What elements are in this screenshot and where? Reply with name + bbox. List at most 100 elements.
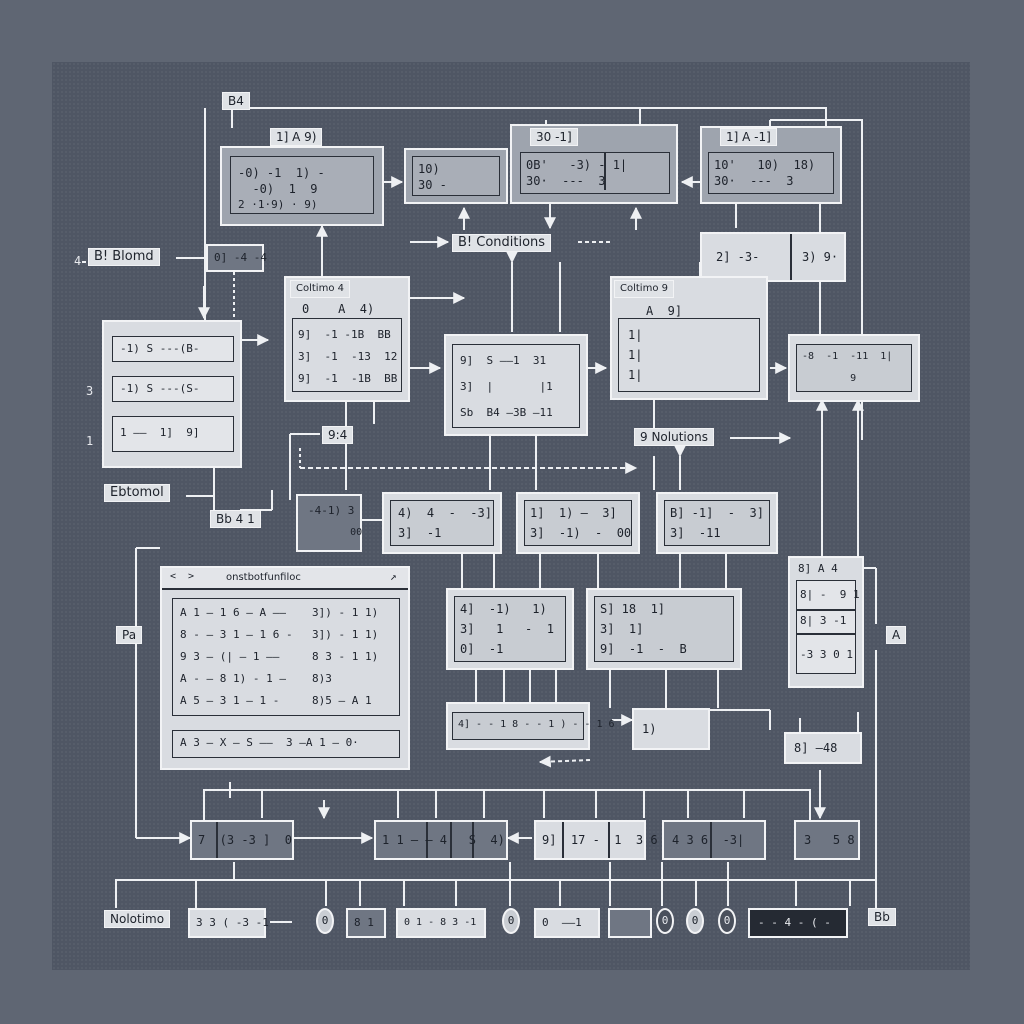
right-pair-right: 3) 9· [802,250,839,264]
bar-mid-text: 4] - - 1 8 - - 1 ) - - 1 6 [458,719,615,730]
bottom-node-5[interactable]: 0 [718,908,736,934]
column-a-line-1: 9] -1 -1B BB [298,328,391,341]
top-right-line-1: 10' 10) 18) [714,158,816,172]
bottom-block-c[interactable]: 0 1 - 8 3 -1 [396,908,486,938]
left-stack-block[interactable]: -1) S ---(B- -1) S ---(S- 1 —— 1] 9] [102,320,242,468]
right-column-tag: 8] A 4 [798,562,838,575]
bottom-node-4[interactable]: 0 [686,908,704,934]
mid-lower-b-line-3: 9] -1 - B [600,642,687,656]
top-right-line-2: 30· --- 3 [714,174,794,188]
block-input-label: B! Blomd [88,248,160,266]
side-tag-1: 1 [86,434,94,448]
top-mid2-line-1: 0B' -3) - 1| [526,158,628,172]
top-left-tag: B4 [222,92,250,110]
terminal-line-2a: 8 - — 3 1 — 1 6 - [180,628,293,641]
side-tag-3: 3 [86,384,94,398]
terminal-resize-icon[interactable]: ↗ [390,570,397,583]
terminal-line-4a: A - — 8 1) - 1 — [180,672,286,685]
row3-block-3-line-2: 3] -11 [670,526,721,540]
left-side-small-tag: Pa [116,626,143,644]
column-b-line-2: 1| [628,348,643,362]
bottom-block-dark[interactable] [608,908,652,938]
terminal-line-4b: 8)3 [312,672,332,685]
bottom-node-3[interactable]: 0 [656,908,674,934]
terminal-line-3b: 8 3 - 1 1) [312,650,379,663]
terminal-line-1a: A 1 — 1 6 — A —— [180,606,286,619]
bus-block-3[interactable]: 9] 17 - 1 3 6 [534,820,658,860]
right-curve-block[interactable]: -8 -1 -11 1| 9 [788,334,920,402]
mid-lower-block-b[interactable]: S] 18 1] 3] 1] 9] -1 - B [586,588,742,670]
bottom-block-a[interactable]: 3 3 ( -3 -1 [188,908,269,938]
mid-tag: 9:4 [322,426,354,444]
bottom-block-d[interactable]: 0 ——1 [534,908,600,938]
bottom-block-d-text: 0 ——1 [542,916,582,929]
bus-block-1[interactable]: 7 (3 -3 ] 0 [190,820,294,860]
row3-block-3-line-1: B] -1] - 3] [670,506,764,520]
bottom-node-1[interactable]: 0 [316,908,334,934]
center-block[interactable]: 9] S ——1 31 3] | |1 Sb B4 —3B —11 [444,334,588,436]
bus-block-4[interactable]: 4 3 6 -3| [662,820,766,860]
row3-block-1-line-1: 4) 4 - -3] [398,506,492,520]
right-column-row-2: 8| 3 -1 [800,614,847,627]
bus-block-4-text: 4 3 6 -3| [672,833,745,847]
center-line-3: Sb B4 —3B —11 [460,406,553,419]
top-mid2-tag: 30 -1] [530,128,578,146]
row3-block-2-line-1: 1] 1) — 3] [530,506,617,520]
top-left-line-2: -0) 1 9 [238,182,318,196]
bottom-block-b[interactable]: 8 1 [346,908,386,938]
input-stub[interactable]: 0] -4 -4 [206,244,267,272]
block-external-label: Ebtomol [104,484,170,502]
bar-right[interactable]: 8] —48 [784,732,862,764]
row3-block-1[interactable]: 4) 4 - -3] 3] -1 [382,492,502,554]
terminal-line-5a: A 5 — 3 1 — 1 - [180,694,280,707]
left-stack-row-1: -1) S ---(B- [120,342,200,355]
terminal-nav-arrows[interactable]: < > [170,571,195,582]
bar-mid[interactable]: 4] - - 1 8 - - 1 ) - - 1 6 [446,702,615,750]
top-mid-block-2[interactable]: 0B' -3) - 1| 30· --- 3 [510,124,678,204]
small-curve-line-1: -4-1) 3 [308,504,355,517]
column-a-sub: 0 A 4) [302,302,375,316]
side-tag-4: 4 [74,254,82,268]
bottom-label: Nolotimo [104,910,171,928]
right-pair-block[interactable]: 2] -3- 3) 9· [700,232,846,282]
center-line-2: 3] | |1 [460,380,553,393]
top-mid-block-1[interactable]: 10) 30 - [404,148,508,204]
row3-block-2[interactable]: 1] 1) — 3] 3] -1) - 00 [516,492,640,554]
top-mid1-line-1: 10) [418,162,440,176]
center-line-1: 9] S ——1 31 [460,354,547,367]
bar-wave[interactable]: 1) [632,708,710,750]
solutions-label: 9 Nolutions [634,428,714,446]
small-curve-block[interactable]: -4-1) 3 00 [296,494,362,552]
terminal-line-1b: 3]) - 1 1) [312,606,379,619]
top-mid1-line-2: 30 - [418,178,447,192]
left-stack-row-2: -1) S ---(S- [120,382,200,395]
right-column-row-1: 8| - 9 1 [800,588,860,601]
bar-wave-text: 1) [642,722,657,736]
terminal-line-5b: 8)5 — A 1 [312,694,372,707]
bus-block-3-text: 9] 17 - 1 3 6 [542,833,658,847]
mid-lower-b-line-2: 3] 1] [600,622,644,636]
row3-block-3[interactable]: B] -1] - 3] 3] -11 [656,492,778,554]
column-b-sub: A 9] [646,304,683,318]
mid-lower-block-a[interactable]: 4] -1) 1) 3] 1 - 1 0] -1 [446,588,574,670]
mid-lower-a-line-1: 4] -1) 1) [460,602,547,616]
bus-block-1-text: 7 (3 -3 ] 0 [198,833,292,847]
bottom-right-tag: Bb [868,908,896,926]
terminal-line-2b: 3]) - 1 1) [312,628,379,641]
bus-block-5[interactable]: 3 5 8 [794,820,860,860]
terminal-window[interactable]: < > onstbotfunfiloc ↗ A 1 — 1 6 — A —— 3… [160,566,410,770]
right-pair-left: 2] -3- [716,250,760,264]
bus-block-2[interactable]: 1 1 — — 4 S 4) [374,820,508,860]
right-column-block[interactable]: 8] A 4 8| - 9 1 8| 3 -1 -3 3 0 1 [788,556,864,688]
column-a-tag: Coltimo 4 [290,280,350,298]
terminal-title: onstbotfunfiloc [226,572,301,583]
bus-block-2-text: 1 1 — — 4 S 4) [382,833,505,847]
bottom-node-2[interactable]: 0 [502,908,520,934]
bottom-block-e[interactable]: - - 4 - ( - [748,908,848,938]
conditions-label: B! Conditions [452,234,552,252]
mid-lower-a-line-2: 3] 1 - 1 [460,622,554,636]
column-a-line-2: 3] -1 -13 12 [298,350,398,363]
input-stub-text: 0] -4 -4 [214,251,267,264]
top-left-block[interactable]: -0) -1 1) - -0) 1 9 2 ·1·9) · 9) [220,146,384,226]
column-b-tag: Coltimo 9 [614,280,674,298]
